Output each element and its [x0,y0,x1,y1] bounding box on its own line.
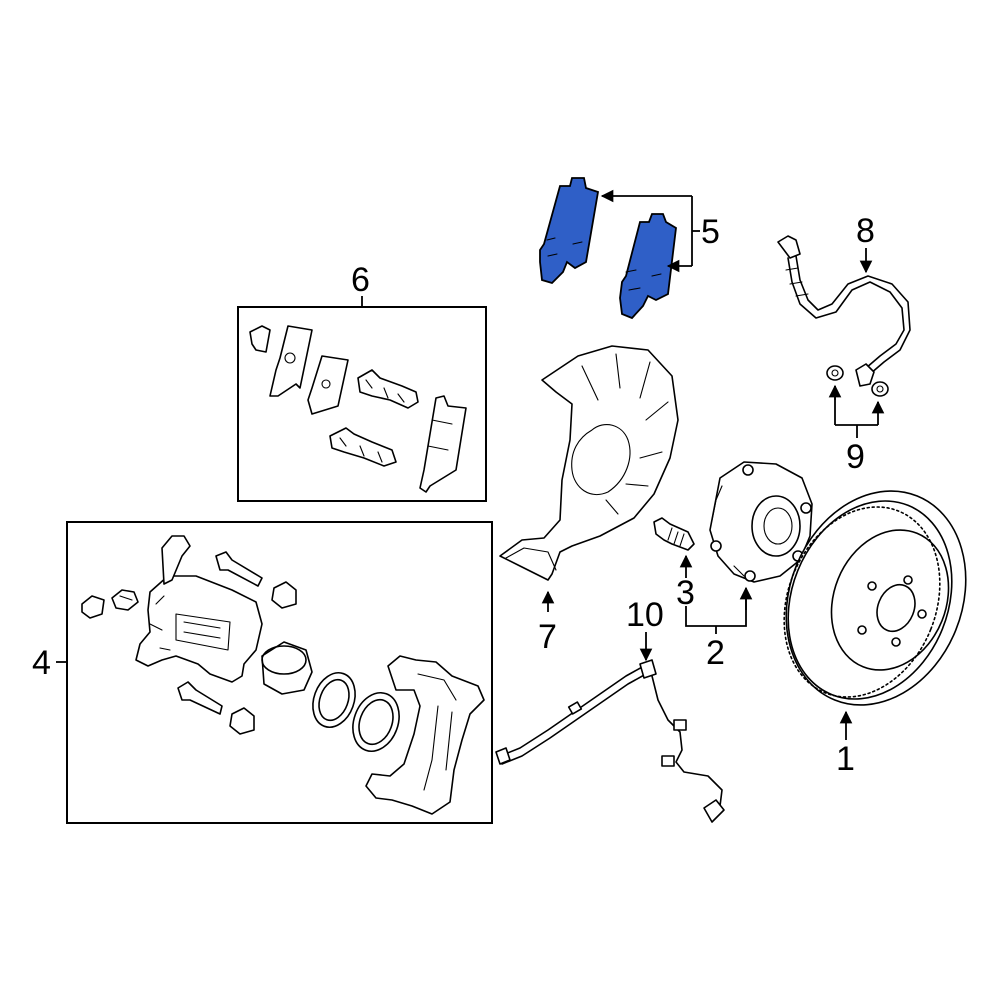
kit-shim-1 [269,325,313,397]
abs-connector [495,747,511,765]
kit-clip-lower [329,427,397,467]
callout-5-leader [600,189,700,273]
splash-shield[interactable] [499,345,679,581]
splash-shield-body[interactable] [499,345,679,581]
callout-9-leader [828,384,885,438]
kit-shim-2 [307,355,349,415]
abs-sensor-wire [499,665,723,817]
callout-5: 5 [701,213,720,251]
callout-9: 9 [846,438,865,476]
brake-pad-outer[interactable] [619,213,677,320]
hose-fitting-bottom [855,363,875,387]
washer-left[interactable] [826,365,844,381]
caliper-piston[interactable] [261,641,313,695]
callout-10: 10 [626,596,664,634]
kit-shim-long [419,395,467,493]
caliper-housing[interactable] [135,575,263,683]
kit-clip-upper [357,369,419,409]
bleeder-screw [111,589,139,611]
washers[interactable] [826,365,889,397]
callout-2: 2 [706,634,725,672]
brake-pads[interactable] [539,177,677,320]
dust-boot [352,692,400,752]
bleeder-cap [81,595,105,619]
brake-hose[interactable] [777,235,911,387]
hose-fitting-top [777,235,801,259]
caliper-ear-top [161,535,191,585]
rotor-center-bore [876,583,916,633]
piston-seal [312,672,356,728]
callout-6: 6 [351,261,370,299]
abs-grommet-top [639,659,657,679]
kit-clip-small [249,325,271,353]
callout-2-leader [685,586,753,634]
caliper-assembly[interactable] [66,521,493,824]
caliper-bracket[interactable] [365,655,485,815]
brake-pad-inner[interactable] [539,177,600,285]
hub-bore [751,495,801,557]
caliper-kit-box [66,521,493,824]
wheel-stud-body[interactable] [653,517,695,551]
callout-1: 1 [836,740,855,778]
guide-bolt-lower [177,681,223,715]
guide-bolt-boot-lower [229,707,255,735]
abs-sensor-head [703,799,725,823]
guide-bolt-boot-upper [271,581,297,609]
brake-rotor[interactable] [755,464,997,732]
callout-8: 8 [856,212,875,250]
washer-right[interactable] [871,381,889,397]
callout-7: 7 [538,618,557,656]
callout-3: 3 [676,574,695,612]
callout-4: 4 [32,644,51,682]
hardware-kit[interactable] [237,306,487,502]
guide-bolt-upper [215,551,263,587]
wheel-stud[interactable] [653,517,695,551]
abs-sensor[interactable] [495,659,725,823]
hose-body [787,257,905,369]
